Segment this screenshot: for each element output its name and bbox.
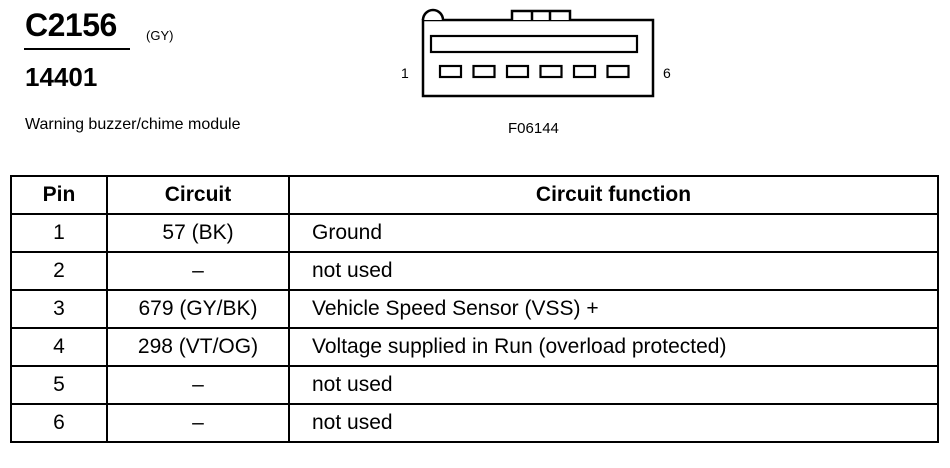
connector-color: (GY) xyxy=(146,28,174,43)
connector-drawing: 1 6 xyxy=(401,8,671,98)
pin-cavity xyxy=(505,64,530,79)
circuit-cell: 57 (BK) xyxy=(106,213,290,253)
pin-cavity-row xyxy=(438,64,630,79)
pin-cavity xyxy=(606,64,630,79)
function-cell: not used xyxy=(288,403,939,443)
connector-id-underline xyxy=(24,48,130,50)
circuit-cell: – xyxy=(106,403,290,443)
circuit-cell: – xyxy=(106,365,290,405)
pin-cavity xyxy=(572,64,597,79)
connector-slot xyxy=(429,34,639,54)
circuit-cell: 298 (VT/OG) xyxy=(106,327,290,367)
function-cell: not used xyxy=(288,251,939,291)
column-header-pin: Pin xyxy=(10,175,108,215)
pin-cavity xyxy=(472,64,496,79)
column-header-circuit-function: Circuit function xyxy=(288,175,939,215)
circuit-cell: – xyxy=(106,251,290,291)
pin-cell: 6 xyxy=(10,403,108,443)
circuit-cell: 679 (GY/BK) xyxy=(106,289,290,329)
part-number: 14401 xyxy=(25,62,98,92)
pin-cell: 3 xyxy=(10,289,108,329)
figure-id: F06144 xyxy=(508,120,559,137)
connector-id: C2156 xyxy=(25,7,117,43)
table-row: 4 298 (VT/OG) Voltage supplied in Run (o… xyxy=(10,327,939,367)
pin-cell: 4 xyxy=(10,327,108,367)
function-cell: not used xyxy=(288,365,939,405)
pin-table-header: Pin Circuit Circuit function xyxy=(10,175,939,215)
connector-latch xyxy=(510,9,572,20)
function-cell: Ground xyxy=(288,213,939,253)
module-description: Warning buzzer/chime module xyxy=(25,116,241,133)
connector-hook xyxy=(421,8,445,21)
connector-body xyxy=(421,18,655,98)
pin-table: Pin Circuit Circuit function 1 57 (BK) G… xyxy=(10,175,939,443)
table-row: 5 – not used xyxy=(10,365,939,405)
pin-cavity xyxy=(539,64,563,79)
column-header-circuit: Circuit xyxy=(106,175,290,215)
table-row: 1 57 (BK) Ground xyxy=(10,213,939,253)
pin-cavity xyxy=(438,64,463,79)
function-cell: Vehicle Speed Sensor (VSS) + xyxy=(288,289,939,329)
pin-first-label: 1 xyxy=(401,65,409,81)
table-row: 2 – not used xyxy=(10,251,939,291)
function-cell: Voltage supplied in Run (overload protec… xyxy=(288,327,939,367)
pin-last-label: 6 xyxy=(663,65,671,81)
pin-cell: 1 xyxy=(10,213,108,253)
pin-cell: 2 xyxy=(10,251,108,291)
table-row: 3 679 (GY/BK) Vehicle Speed Sensor (VSS)… xyxy=(10,289,939,329)
pin-cell: 5 xyxy=(10,365,108,405)
table-row: 6 – not used xyxy=(10,403,939,443)
